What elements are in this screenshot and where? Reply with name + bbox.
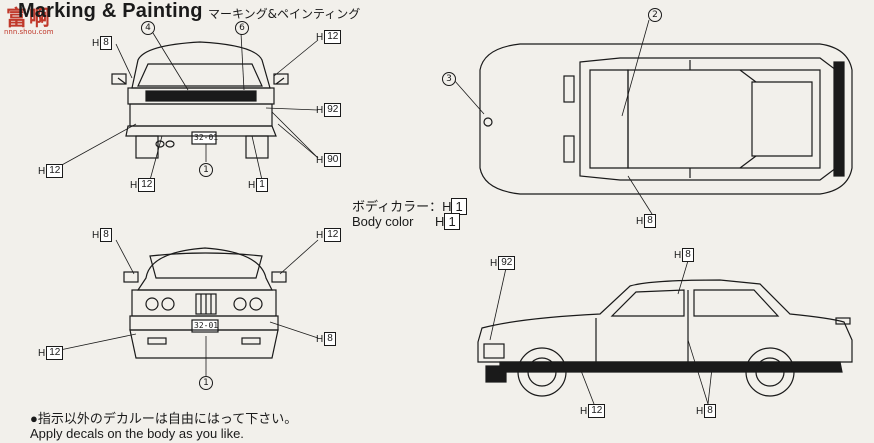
- callout-6: 6: [235, 21, 249, 35]
- front-view-leaders: [59, 239, 319, 376]
- rear-view-leaders: [59, 32, 319, 181]
- callout-2: 2: [648, 8, 662, 22]
- rear-view-drawing: [111, 41, 289, 159]
- watermark-logo: 富啊 nnn.shou.com: [2, 2, 74, 40]
- watermark-glyph: 富啊: [6, 6, 52, 30]
- page-title: Marking & Painting: [18, 0, 203, 22]
- side-view-leaders: [489, 253, 713, 405]
- front-plate-text: 32-01: [194, 321, 219, 330]
- side-view-drawing: [477, 279, 853, 397]
- callout-1-front: 1: [199, 376, 213, 390]
- top-view-drawing: [479, 43, 853, 195]
- top-view-leaders: [453, 19, 653, 215]
- page-subtitle: マーキング&ペインティング: [208, 7, 361, 21]
- callout-3: 3: [442, 72, 456, 86]
- callout-1-rear: 1: [199, 163, 213, 177]
- front-view-drawing: [123, 247, 287, 359]
- note-jp: ●指示以外のデカルーは自由にはって下さい。: [30, 411, 298, 426]
- watermark-url: nnn.shou.com: [4, 28, 54, 36]
- note-en: Apply decals on the body as you like.: [30, 426, 244, 441]
- rear-plate-text: 32-01: [194, 133, 219, 142]
- callout-4: 4: [141, 21, 155, 35]
